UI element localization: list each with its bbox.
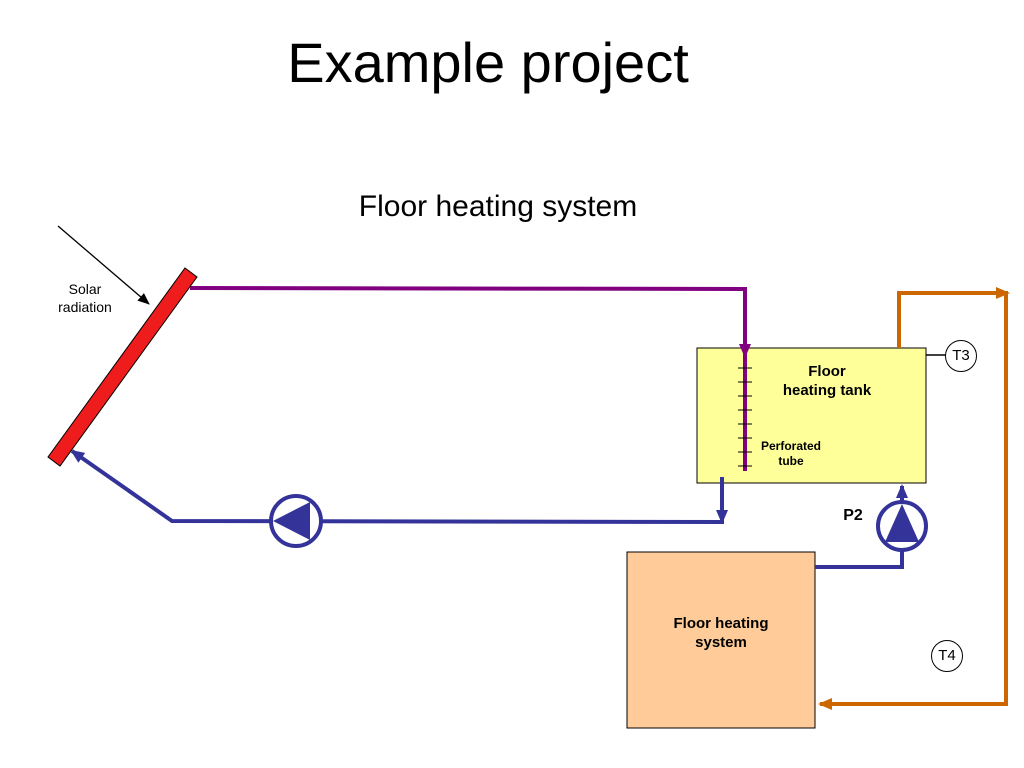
supply-pipe	[189, 286, 751, 358]
sensor-t3: T3	[945, 340, 977, 372]
solar-radiation-arrow	[57, 225, 150, 305]
floor-heating-tank	[696, 347, 927, 484]
perforated-tube-label: Perforated tube	[760, 439, 822, 468]
heating-loop-return-pipe	[818, 293, 1008, 710]
perforated-tube	[738, 356, 752, 471]
slide-subtitle: Floor heating system	[358, 190, 638, 223]
pump-p2-icon	[876, 500, 928, 552]
tank-label: Floor heating tank	[782, 363, 872, 399]
pump-p2-label: P2	[843, 507, 863, 524]
collector-pump-icon	[269, 494, 323, 548]
sensor-t4: T4	[931, 640, 963, 672]
solar-collector	[47, 267, 198, 467]
floor-heating-system-label: Floor heating system	[673, 615, 769, 651]
heating-loop-pipe	[897, 287, 1010, 348]
heating-supply-pipe	[815, 548, 904, 569]
slide-title: Example project	[287, 31, 689, 94]
floor-heating-system-box	[626, 551, 816, 729]
return-pipe	[70, 449, 724, 525]
solar-radiation-label: Solar radiation	[58, 281, 112, 315]
